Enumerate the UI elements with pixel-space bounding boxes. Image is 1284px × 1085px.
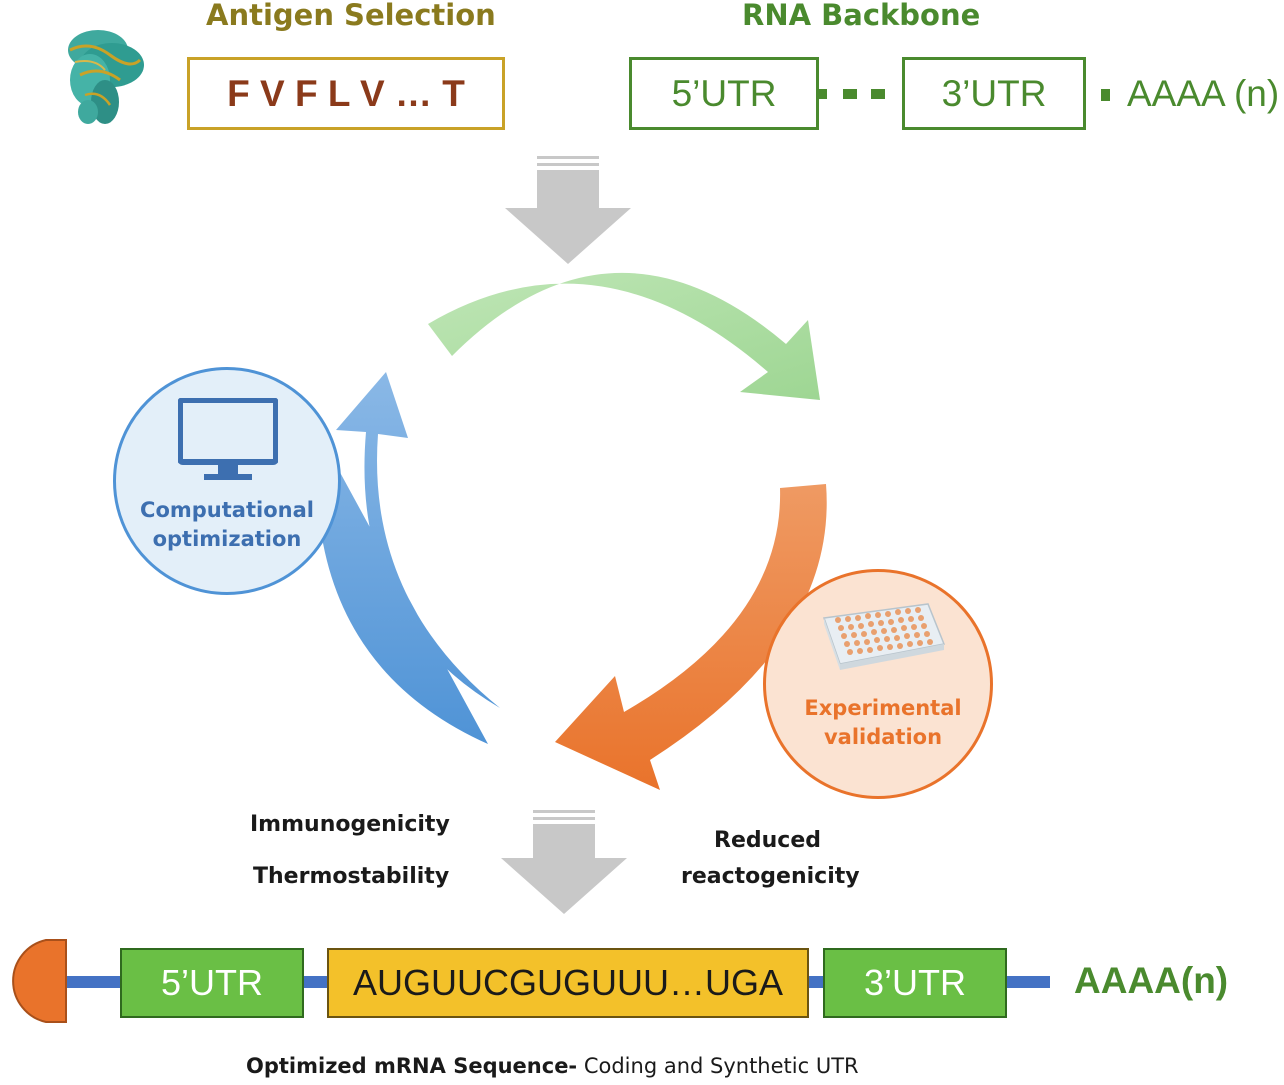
property-reduced: Reduced — [714, 828, 821, 853]
protein-blob — [68, 30, 144, 124]
computational-optimization-circle — [113, 367, 341, 595]
backbone-5utr-box: 5’UTR — [629, 57, 819, 130]
antigen-sequence-box: F V F L V … T — [187, 57, 505, 130]
5-prime-cap-icon — [12, 939, 67, 1023]
mrna-coding-sequence: AUGUUCGUGUUU…UGA — [352, 962, 783, 1003]
antigen-sequence-text: F V F L V … T — [227, 72, 465, 114]
backbone-3utr-box: 3’UTR — [902, 57, 1086, 130]
property-immunogenicity: Immunogenicity — [250, 812, 450, 837]
mrna-caption: Optimized mRNA Sequence- Coding and Synt… — [246, 1054, 859, 1078]
mrna-caption-rest: Coding and Synthetic UTR — [577, 1054, 859, 1078]
green-cycle-arrow — [428, 272, 820, 400]
computational-label-line1: Computational — [140, 498, 314, 522]
protein-structure-icon — [68, 30, 144, 124]
orange-cycle-arrow — [555, 484, 827, 790]
monitor-icon — [178, 398, 278, 480]
well-plate-icon — [822, 603, 946, 670]
experimental-label-line2: validation — [823, 725, 943, 749]
rna-backbone-title: RNA Backbone — [742, 0, 981, 32]
property-reactogenicity: reactogenicity — [681, 864, 860, 889]
backbone-tail-label: AAAA (n) — [1127, 73, 1280, 114]
backbone-3utr-label: 3’UTR — [941, 72, 1047, 114]
mrna-3utr-box: 3’UTR — [823, 948, 1007, 1018]
down-arrow-top — [505, 156, 631, 264]
mrna-coding-box: AUGUUCGUGUUU…UGA — [327, 948, 809, 1018]
down-arrow-bottom — [501, 810, 627, 914]
mrna-3utr-label: 3’UTR — [863, 962, 966, 1003]
mrna-polya-tail: AAAA(n) — [1074, 960, 1229, 1001]
experimental-label-line1: Experimental — [804, 696, 962, 720]
well-grid — [835, 607, 933, 655]
mrna-5utr-box: 5’UTR — [120, 948, 304, 1018]
blue-cycle-arrow — [316, 372, 500, 744]
backbone-5utr-label: 5’UTR — [671, 72, 777, 114]
property-thermostability: Thermostability — [253, 864, 450, 889]
experimental-validation-label: Experimental validation — [753, 694, 1013, 752]
computational-optimization-label: Computational optimization — [97, 496, 357, 554]
backbone-dotted-connector — [819, 89, 885, 99]
computational-label-line2: optimization — [152, 527, 302, 551]
mrna-5utr-label: 5’UTR — [160, 962, 263, 1003]
antigen-selection-title: Antigen Selection — [206, 0, 496, 32]
backbone-tail-marker — [1101, 89, 1110, 101]
experimental-validation-circle — [763, 569, 993, 799]
mrna-caption-bold: Optimized mRNA Sequence- — [246, 1054, 578, 1078]
